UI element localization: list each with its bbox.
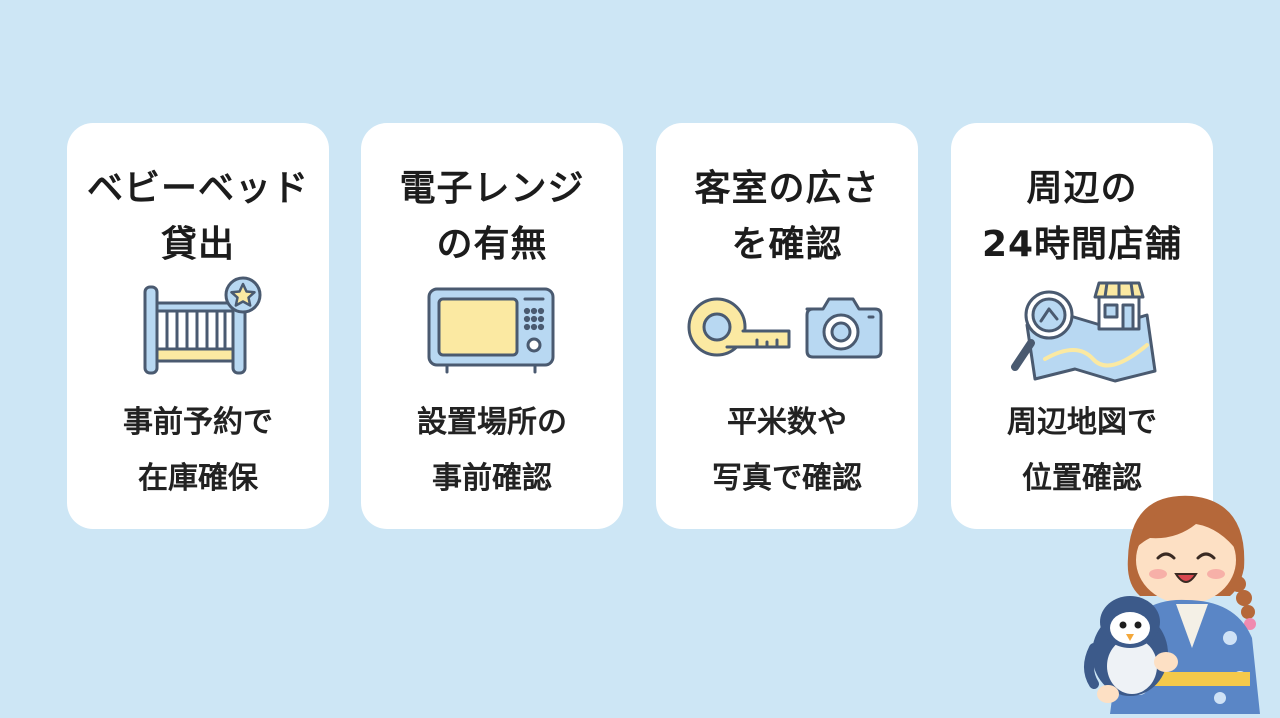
card-title: 客室の広さ を確認 [694, 168, 880, 265]
card-title: 周辺の 24時間店舗 [981, 168, 1183, 265]
card-microwave: 電子レンジ の有無 設置場所の 事 [361, 123, 623, 529]
baby-crib-star-icon [67, 275, 329, 385]
card-title: 電子レンジ の有無 [399, 168, 585, 265]
map-magnifier-store-icon [951, 275, 1213, 385]
tape-measure-camera-icon [656, 275, 918, 385]
card-24h-stores: 周辺の 24時間店舗 周辺地図で 位置確認 [951, 123, 1213, 529]
card-baby-bed: ベビーベッド 貸出 事前予約で 在庫確保 [67, 123, 329, 529]
card-room-size: 客室の広さ を確認 平米数や 写真で確認 [656, 123, 918, 529]
card-description: 事前予約で 在庫確保 [123, 405, 273, 496]
card-description: 平米数や 写真で確認 [712, 405, 862, 496]
girl-holding-penguin-illustration [1080, 488, 1270, 718]
card-title: ベビーベッド 貸出 [86, 168, 309, 265]
card-description: 設置場所の 事前確認 [417, 405, 567, 496]
card-description: 周辺地図で 位置確認 [1007, 405, 1157, 496]
microwave-icon [361, 275, 623, 385]
